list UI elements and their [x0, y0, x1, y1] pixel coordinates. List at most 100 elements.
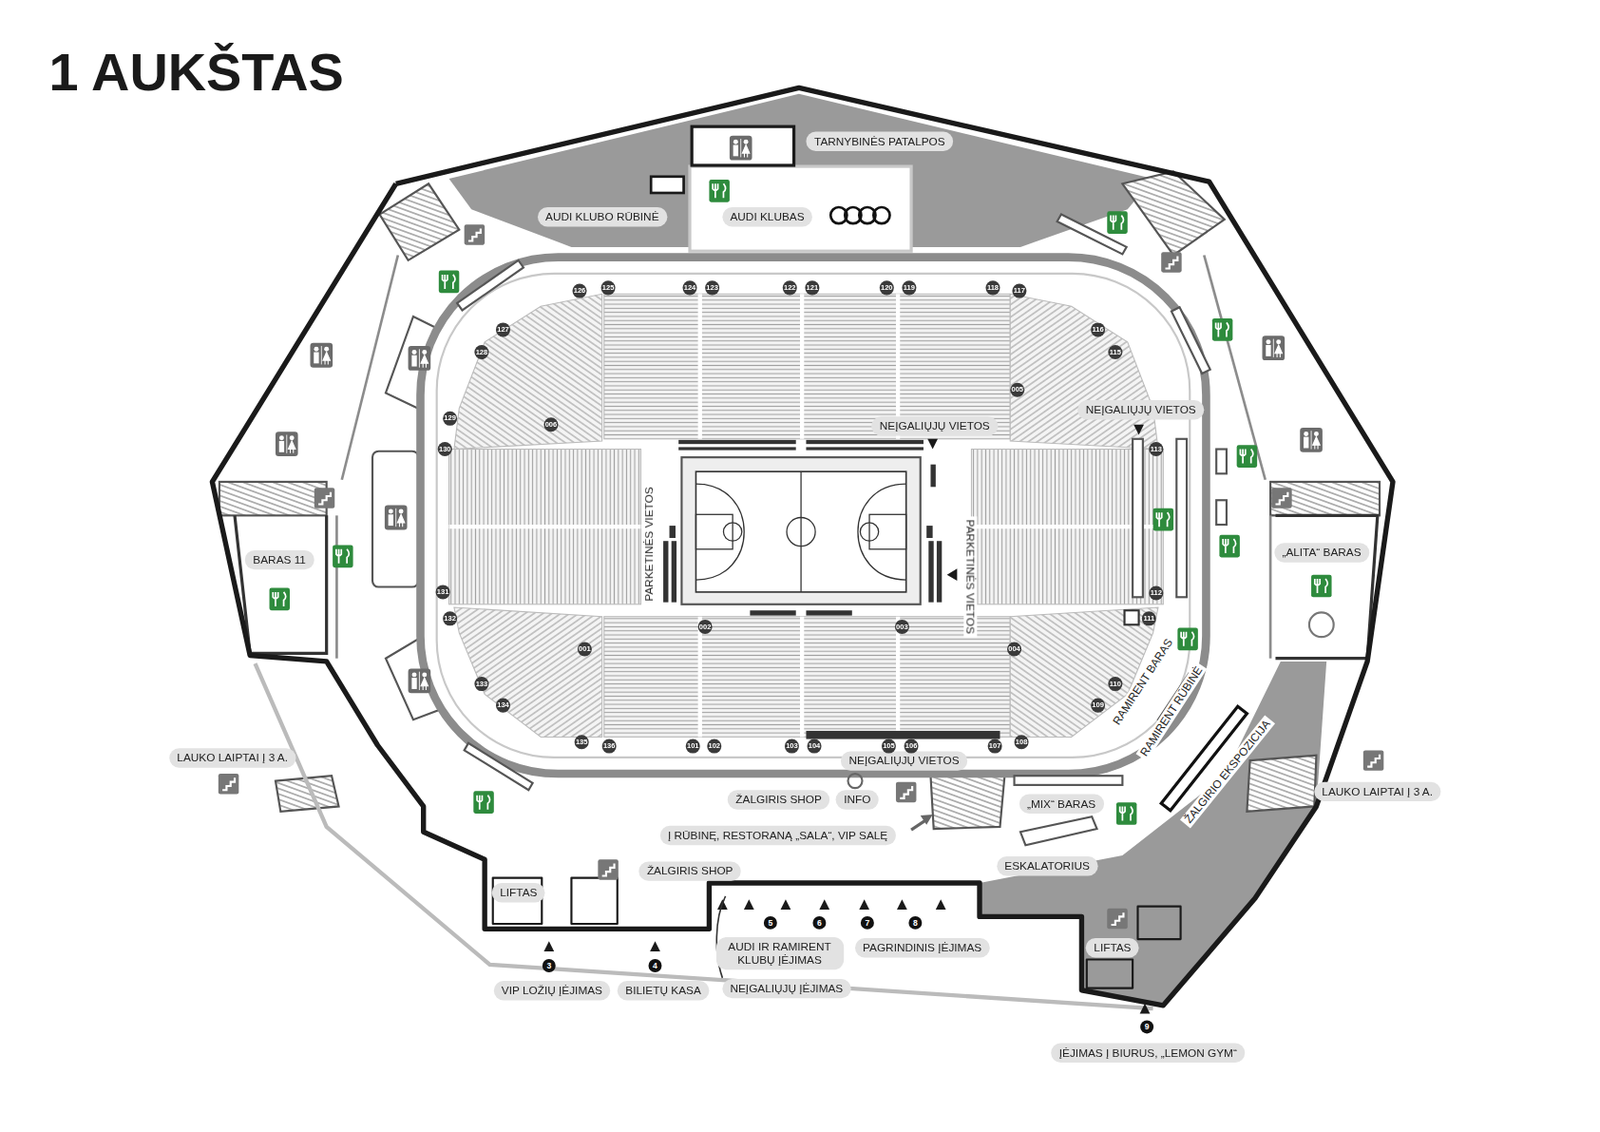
toilet-icon — [740, 138, 742, 157]
court — [926, 525, 933, 538]
section-number: 117 — [1011, 284, 1027, 299]
court — [723, 522, 742, 541]
markers — [543, 940, 554, 952]
audi-club-room — [691, 126, 794, 166]
area-label: NEĮGALIŲJŲ VIETOS — [1077, 399, 1204, 419]
audi-club-room — [689, 166, 912, 251]
courtside-seats — [936, 540, 942, 602]
restaurant-icon — [1222, 538, 1236, 553]
bars — [1216, 449, 1227, 475]
area-label: VIP LOŽIŲ ĮĖJIMAS — [493, 980, 610, 1000]
toilet-icon — [384, 505, 408, 531]
floor-title: 1 AUKŠTAS — [49, 40, 344, 102]
section-number: 128 — [474, 344, 489, 360]
restaurant-icon — [1237, 444, 1258, 468]
toilet-icon — [1303, 437, 1309, 449]
toilet-icon — [1262, 335, 1286, 361]
toilet-icon — [285, 435, 287, 454]
stairs-icon — [314, 487, 335, 508]
bar-rooms — [234, 514, 327, 653]
audi-club-room — [650, 176, 684, 193]
area-name: VIP LOŽIŲ ĮĖJIMAS — [501, 983, 603, 997]
area-label: LIFTAS — [1085, 936, 1140, 956]
courtside-seats — [671, 540, 677, 602]
seating — [800, 293, 804, 439]
area-label: ŽALGIRIS SHOP — [638, 860, 742, 880]
stairs-icon — [218, 773, 239, 794]
bowl — [419, 257, 1206, 774]
area-name: LAUKO LAIPTAI Į 3 A. — [1321, 783, 1433, 798]
stairs-icon — [1271, 487, 1292, 508]
building-outline — [571, 877, 617, 924]
restaurant-icon — [272, 591, 286, 607]
toilet-icon — [1265, 339, 1271, 344]
toilet-icon — [408, 345, 432, 371]
courtside-seats — [749, 609, 796, 615]
section-number: 115 — [1107, 344, 1123, 360]
courtside-seats — [678, 439, 797, 444]
courtside-seats — [663, 439, 942, 616]
section-number: 106 — [904, 739, 919, 754]
court — [669, 525, 676, 538]
courtside-seats — [805, 439, 924, 444]
markers — [935, 898, 947, 910]
markers — [927, 438, 938, 450]
stair-rooms — [1270, 481, 1380, 515]
direction-arrow — [911, 814, 934, 830]
entrance-number: 6 — [812, 915, 826, 930]
restaurant-icon — [332, 545, 353, 569]
area-name: BILIETŲ KASA — [625, 983, 701, 997]
toilet-icon — [1265, 344, 1271, 357]
stairs-icon — [464, 224, 485, 245]
markers — [947, 568, 958, 581]
area-name: ŽALGIRIS SHOP — [647, 863, 734, 877]
stairs-icon — [468, 228, 481, 242]
restaurant-icon — [708, 179, 729, 203]
stairs-icon — [597, 858, 618, 879]
seating — [449, 449, 642, 605]
restaurant-icon — [1153, 508, 1174, 532]
area-name: ŽALGIRIS SHOP — [735, 792, 822, 806]
restaurant-icon — [473, 790, 494, 814]
bars — [1132, 438, 1143, 597]
courtside-seats — [678, 446, 797, 450]
audi-rings — [873, 207, 890, 224]
area-name: „MIX“ BARAS — [1027, 796, 1096, 810]
section-number: 112 — [1148, 585, 1163, 600]
court — [800, 471, 801, 592]
area-name: BARAS 11 — [252, 552, 306, 567]
building-outline — [211, 87, 1393, 1006]
stairs-icon — [1164, 256, 1178, 269]
markers — [819, 898, 830, 910]
area-name: AUDI KLUBAS — [729, 209, 804, 224]
area-label: ESKALATORIUS — [996, 856, 1099, 876]
bowl — [419, 257, 1206, 774]
toilet-icon — [397, 514, 405, 527]
area-name: PARKETINĖS VIETOS — [642, 483, 656, 605]
stairs-icon — [1275, 492, 1288, 505]
stairs-icon — [1367, 754, 1380, 767]
bars — [1057, 214, 1127, 255]
toilet-icon — [411, 355, 417, 367]
bars — [1171, 306, 1211, 374]
markers — [649, 940, 661, 952]
toilet-icon — [279, 435, 285, 440]
toilet-icon — [1299, 427, 1323, 453]
stairs-icon — [597, 858, 618, 879]
toilet-icon — [279, 440, 285, 453]
area-label: NEĮGALIŲJŲ VIETOS — [840, 750, 968, 770]
stair-rooms — [1246, 755, 1316, 812]
restaurant-icon — [1237, 444, 1258, 468]
restaurant-icon — [1116, 801, 1137, 825]
markers — [1133, 424, 1144, 436]
bars — [464, 742, 534, 790]
toilet-icon — [419, 348, 420, 367]
courtside-seats — [805, 446, 924, 450]
toilet-icon — [323, 346, 329, 352]
section-number: 111 — [1142, 610, 1157, 626]
stairs-icon — [218, 773, 239, 794]
entrance-number: 3 — [542, 958, 556, 972]
court — [669, 457, 934, 605]
seating — [800, 616, 804, 738]
